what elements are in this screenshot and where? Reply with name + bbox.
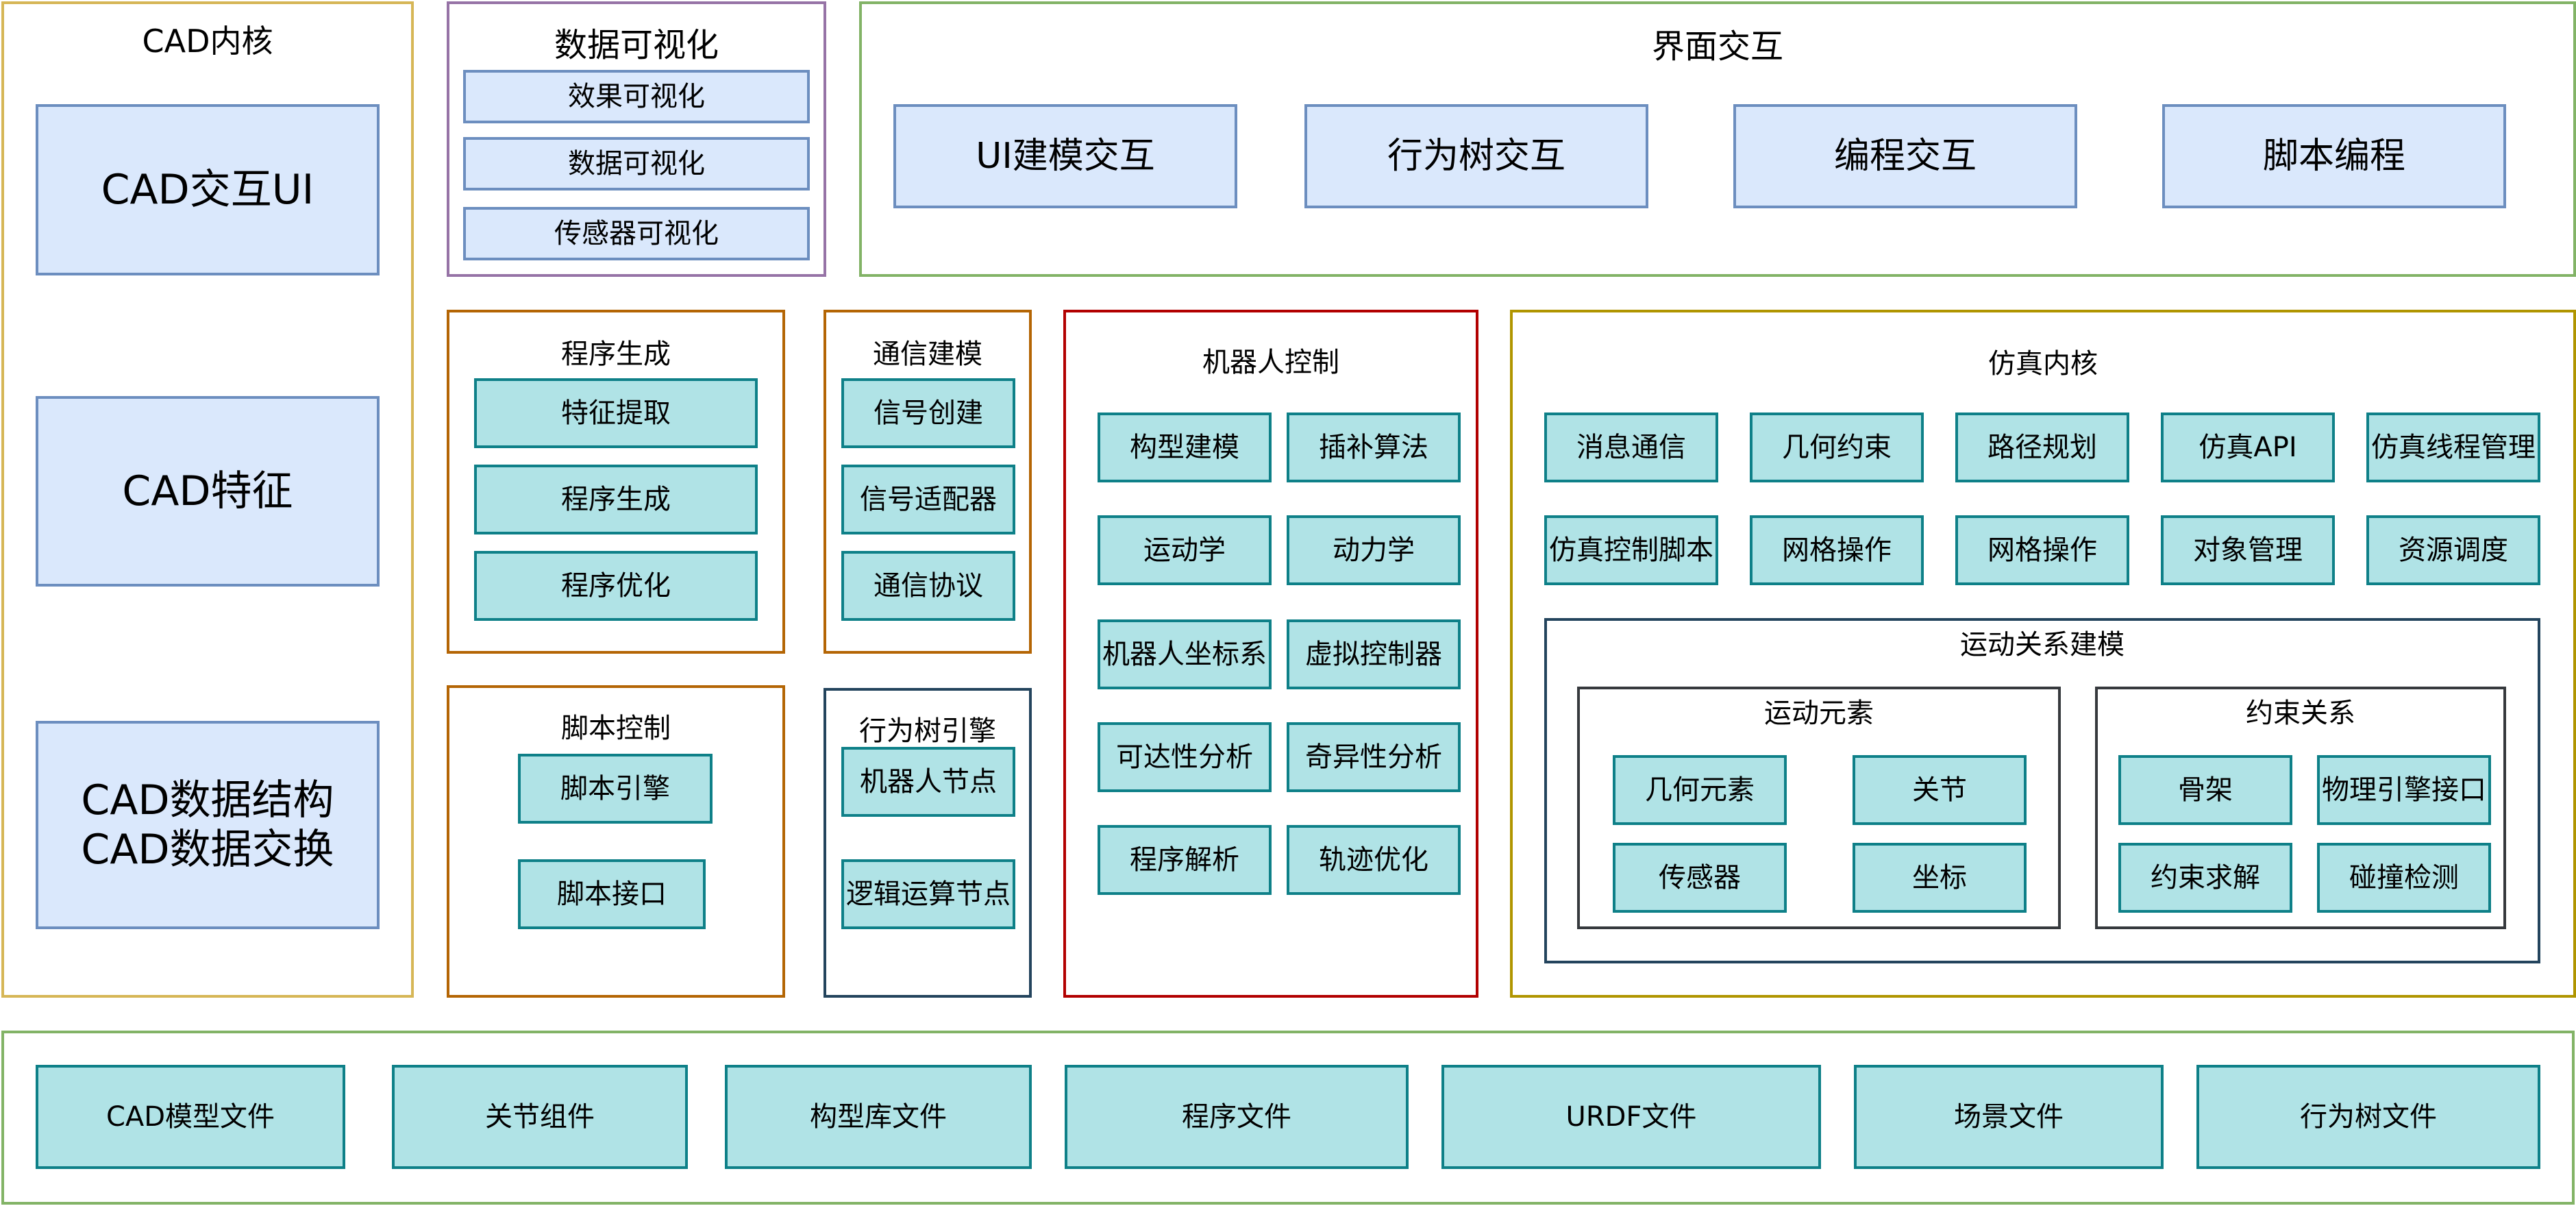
constraint-relations-title: 约束关系 [2246,698,2355,729]
behavior-tree-interaction-box: 行为树交互 [1304,104,1648,208]
cad-core-group: CAD内核 [1,1,414,998]
simulation-core-group: 仿真内核 [1510,310,2576,998]
script-control-group: 脚本控制 [447,685,785,998]
simulation-api-box: 仿真API [2161,413,2335,482]
scene-file-box: 场景文件 [1854,1065,2164,1169]
effect-visualization-box: 效果可视化 [463,70,810,123]
motion-relation-modeling-group: 运动关系建模 [1544,618,2540,963]
sensor-visualization-box: 传感器可视化 [463,207,810,260]
simulation-control-script-box: 仿真控制脚本 [1544,515,1718,585]
trajectory-optimization-box: 轨迹优化 [1287,825,1461,895]
physics-engine-interface-box: 物理引擎接口 [2317,755,2491,825]
script-programming-box: 脚本编程 [2162,104,2506,208]
logic-operation-node-box: 逻辑运算节点 [841,859,1015,929]
ui-interaction-group: 界面交互 [859,1,2576,277]
joint-component-box: 关节组件 [392,1065,688,1169]
programming-interaction-box: 编程交互 [1733,104,2077,208]
kinematics-box: 运动学 [1098,515,1272,585]
message-communication-box: 消息通信 [1544,413,1718,482]
program-generation-box: 程序生成 [474,465,758,534]
cad-data-exchange-label: CAD数据交换 [81,826,334,874]
robot-node-box: 机器人节点 [841,747,1015,817]
signal-creation-box: 信号创建 [841,378,1015,448]
feature-extraction-box: 特征提取 [474,378,758,448]
signal-adapter-box: 信号适配器 [841,465,1015,534]
program-optimization-box: 程序优化 [474,551,758,621]
communication-modeling-group: 通信建模 [823,310,1032,654]
joint-box: 关节 [1853,755,2027,825]
robot-control-title: 机器人控制 [1202,347,1339,378]
ui-modeling-interaction-box: UI建模交互 [893,104,1237,208]
cad-core-title: CAD内核 [142,23,273,60]
program-generation-group: 程序生成 [447,310,785,654]
resource-scheduling-box: 资源调度 [2366,515,2540,585]
mesh-operation-box-2: 网格操作 [1955,515,2129,585]
script-interface-box: 脚本接口 [518,859,706,929]
program-parsing-box: 程序解析 [1098,825,1272,895]
script-control-title: 脚本控制 [561,713,671,744]
singularity-analysis-box: 奇异性分析 [1287,722,1461,792]
program-generation-title: 程序生成 [561,339,671,370]
simulation-core-title: 仿真内核 [1988,348,2098,380]
script-engine-box: 脚本引擎 [518,754,713,824]
dynamics-box: 动力学 [1287,515,1461,585]
cad-model-file-box: CAD模型文件 [36,1065,345,1169]
mesh-operation-box: 网格操作 [1750,515,1924,585]
data-visualization-group: 数据可视化 [447,1,826,277]
constraint-relations-group: 约束关系 [2095,687,2506,929]
simulation-thread-management-box: 仿真线程管理 [2366,413,2540,482]
path-planning-box: 路径规划 [1955,413,2129,482]
communication-modeling-title: 通信建模 [873,339,982,370]
urdf-file-box: URDF文件 [1441,1065,1821,1169]
cad-interaction-ui-box: CAD交互UI [36,104,380,275]
reachability-analysis-box: 可达性分析 [1098,722,1272,792]
constraint-solving-box: 约束求解 [2118,843,2292,913]
skeleton-box: 骨架 [2118,755,2292,825]
collision-detection-box: 碰撞检测 [2317,843,2491,913]
motion-elements-group: 运动元素 [1577,687,2061,929]
data-visualization-title: 数据可视化 [554,26,719,64]
interpolation-algorithm-box: 插补算法 [1287,413,1461,482]
virtual-controller-box: 虚拟控制器 [1287,619,1461,689]
cad-data-box: CAD数据结构 CAD数据交换 [36,721,380,929]
motion-elements-title: 运动元素 [1764,698,1874,729]
coordinate-box: 坐标 [1853,843,2027,913]
robot-coordinate-system-box: 机器人坐标系 [1098,619,1272,689]
cad-feature-box: CAD特征 [36,396,380,587]
configuration-modeling-box: 构型建模 [1098,413,1272,482]
program-file-box: 程序文件 [1065,1065,1409,1169]
behavior-tree-engine-group: 行为树引擎 [823,688,1032,998]
geometric-constraint-box: 几何约束 [1750,413,1924,482]
geometric-element-box: 几何元素 [1613,755,1787,825]
behavior-tree-file-box: 行为树文件 [2196,1065,2540,1169]
files-group [1,1031,2575,1205]
behavior-tree-engine-title: 行为树引擎 [859,715,996,747]
communication-protocol-box: 通信协议 [841,551,1015,621]
cad-data-structure-label: CAD数据结构 [81,776,334,824]
data-visualization-box: 数据可视化 [463,137,810,190]
ui-interaction-title: 界面交互 [1651,27,1783,66]
sensor-box: 传感器 [1613,843,1787,913]
motion-relation-modeling-title: 运动关系建模 [1960,629,2125,661]
robot-control-group: 机器人控制 [1063,310,1478,998]
object-management-box: 对象管理 [2161,515,2335,585]
configuration-library-file-box: 构型库文件 [725,1065,1032,1169]
